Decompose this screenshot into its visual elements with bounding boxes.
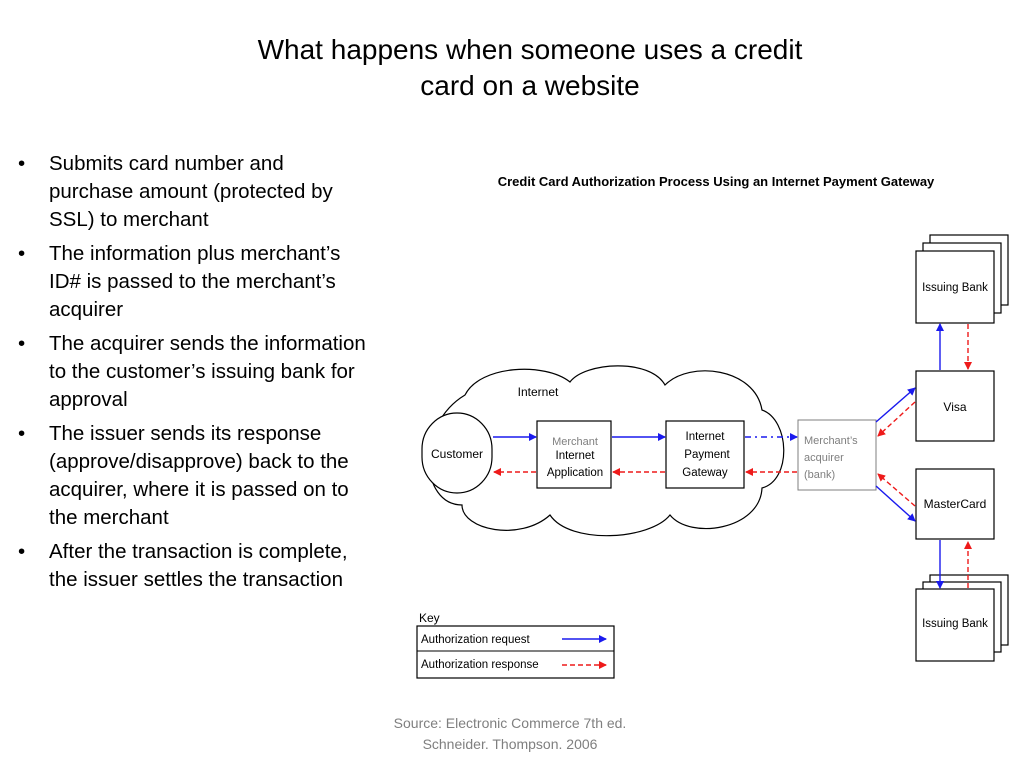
merchant-overlay-label: Merchant — [552, 436, 598, 448]
merchant-application-node: Merchant Internet Application — [536, 420, 612, 489]
legend-title: Key — [419, 611, 440, 625]
legend-request-label: Authorization request — [421, 634, 530, 646]
legend: Key Authorization request Authorization … — [416, 611, 615, 679]
bullet-text: The information plus merchant’s ID# is p… — [49, 242, 341, 321]
bullet-item: • After the transaction is complete, the … — [14, 538, 406, 594]
bullet-item: • The information plus merchant’s ID# is … — [14, 240, 406, 324]
internet-label: Internet — [518, 385, 559, 399]
bullet-text: The issuer sends its response (approve/d… — [49, 422, 349, 529]
request-arrow-acquirer-mastercard — [875, 485, 916, 522]
issuing-bank-top-label: Issuing Bank — [922, 282, 988, 294]
bullet-list: • Submits card number and purchase amount… — [14, 150, 406, 600]
bullet-item: • The issuer sends its response (approve/… — [14, 420, 406, 532]
customer-label: Customer — [431, 447, 483, 461]
issuing-bank-top-node: Issuing Bank — [915, 234, 1009, 324]
acquirer-line-3: (bank) — [804, 469, 835, 481]
merchant-app-line-1: Internet — [556, 450, 596, 462]
request-arrow-acquirer-visa — [875, 387, 916, 423]
source-citation: Source: Electronic Commerce 7th ed. Schn… — [393, 715, 627, 752]
issuing-bank-bottom-label: Issuing Bank — [922, 618, 988, 630]
acquirer-line-1: Merchant’s — [804, 435, 858, 447]
bullet-item: • The acquirer sends the information to t… — [14, 330, 406, 414]
slide-title: What happens when someone uses a credit … — [257, 34, 803, 101]
response-arrow-visa-acquirer — [877, 401, 916, 437]
diagram-title: Credit Card Authorization Process Using … — [498, 174, 935, 189]
bullet-dot-icon: • — [18, 422, 26, 445]
acquirer-line-2: acquirer — [804, 452, 844, 464]
bullet-text: The acquirer sends the information to th… — [49, 332, 366, 411]
visa-node: Visa — [915, 370, 995, 442]
customer-node: Customer — [421, 412, 493, 494]
merchant-app-line-2: Application — [547, 467, 603, 479]
gateway-line-2: Payment — [684, 449, 730, 461]
payment-gateway-node: Internet Payment Gateway — [665, 420, 745, 489]
mastercard-node: MasterCard — [915, 468, 995, 540]
gateway-line-3: Gateway — [682, 467, 728, 479]
bullet-item: • Submits card number and purchase amount… — [14, 150, 406, 234]
issuing-bank-bottom-node: Issuing Bank — [915, 574, 1009, 662]
response-arrow-mastercard-acquirer — [877, 473, 916, 507]
bullet-dot-icon: • — [18, 332, 26, 355]
request-arrows — [493, 323, 944, 589]
visa-label: Visa — [943, 400, 966, 414]
response-arrows — [493, 324, 972, 588]
bullet-text: Submits card number and purchase amount … — [49, 152, 333, 231]
legend-response-label: Authorization response — [421, 659, 539, 671]
mastercard-label: MasterCard — [924, 497, 987, 511]
gateway-line-1: Internet — [686, 431, 726, 443]
bullet-dot-icon: • — [18, 242, 26, 265]
acquirer-node: Merchant’s acquirer (bank) — [797, 419, 877, 491]
bullet-dot-icon: • — [18, 540, 26, 563]
bullet-dot-icon: • — [18, 152, 26, 175]
bullet-text: After the transaction is complete, the i… — [49, 540, 348, 591]
